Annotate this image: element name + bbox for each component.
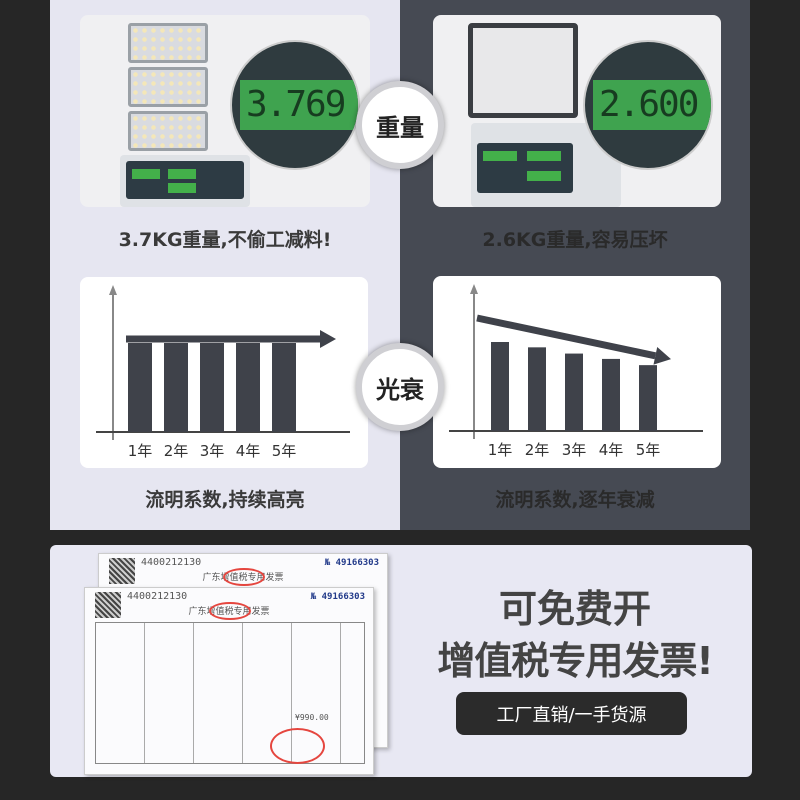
x-tick-label: 1年 [128,442,153,460]
factory-direct-button[interactable]: 工厂直销/一手货源 [456,692,687,735]
promo-subheadline: 增值税专用发票! [437,639,713,683]
x-tick-label: 5年 [636,441,661,459]
bar-chart-decline: 1年 2年 3年 4年 5年 [449,284,703,459]
invoice-number: 49166303 [321,592,365,602]
x-tick-label: 4年 [236,442,261,460]
number-prefix: № [310,592,317,602]
bar-3 [565,353,583,431]
x-tick-label: 2年 [164,442,189,460]
qr-code [95,592,121,618]
bar-1 [491,342,509,431]
invoice-number: 49166303 [335,558,379,568]
x-tick-label: 5年 [272,442,297,460]
weight-photo-left: 3.769 [80,15,370,207]
weight-reading: 3.769 [240,80,358,130]
number-prefix: № [324,558,331,568]
weight-badge: 重量 [356,81,444,169]
x-tick-label: 2年 [525,441,550,459]
invoice-code: 4400212130 [127,591,188,602]
weight-caption-right: 2.6KG重量,容易压坏 [482,229,668,251]
lumen-caption-right: 流明系数,逐年衰减 [495,489,655,511]
bar-1 [128,343,152,432]
scale-reading-zoom: 3.769 [230,40,360,170]
lumen-badge: 光衰 [356,343,444,431]
lumen-chart-left: 1年 2年 3年 4年 5年 [80,277,368,468]
x-tick-label: 3年 [562,441,587,459]
bar-5 [639,365,657,431]
y-axis-arrow [470,284,478,294]
lamp-module [128,23,208,63]
floodlight [468,23,578,118]
scale-reading-zoom: 2.600 [583,40,713,170]
invoice-front: 4400212130 № 49166303 广东增值税专用发票 ¥990.00 [84,587,374,775]
weight-caption-left: 3.7KG重量,不偷工减料! [118,229,332,251]
scale [471,123,621,207]
x-tick-label: 4年 [599,441,624,459]
trend-arrow-head [653,347,671,365]
lamp-module [128,67,208,107]
invoice-code: 4400212130 [141,557,202,568]
bar-2 [164,343,188,432]
promo-headline: 可免费开 [498,587,651,631]
bar-5 [272,343,296,432]
scale [120,155,250,207]
trend-arrow [476,314,657,360]
seal [223,568,265,586]
x-tick-label: 1年 [488,441,513,459]
trend-arrow-head [320,330,336,348]
lamp-module [128,111,208,151]
bar-chart-flat: 1年 2年 3年 4年 5年 [96,285,350,460]
bar-2 [528,347,546,431]
bar-4 [236,343,260,432]
invoice-total: ¥990.00 [295,713,329,722]
lumen-chart-right: 1年 2年 3年 4年 5年 [433,276,721,468]
weight-reading: 2.600 [593,80,711,130]
y-axis-arrow [109,285,117,295]
bar-3 [200,343,224,432]
seal [209,602,251,620]
bar-4 [602,358,620,431]
lumen-caption-left: 流明系数,持续高亮 [145,489,305,511]
seal [270,728,325,764]
qr-code [109,558,135,584]
weight-photo-right: 2.600 [433,15,721,207]
x-tick-label: 3年 [200,442,225,460]
